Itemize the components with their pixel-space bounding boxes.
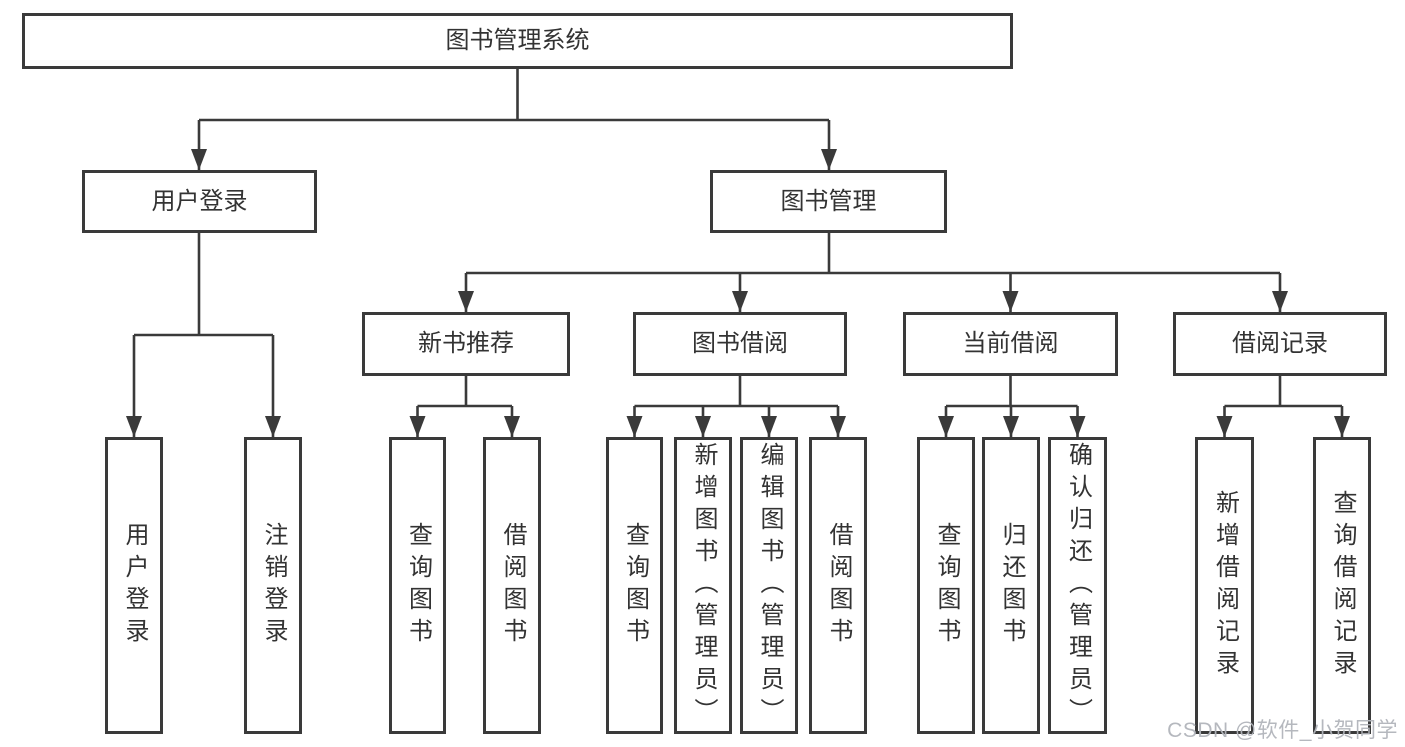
leaf-edit-books-admin: 编辑图书（管理员） <box>740 437 798 734</box>
node-new-book-recommendation: 新书推荐 <box>362 312 570 376</box>
leaf-query-books-borrow: 查询图书 <box>606 437 663 734</box>
leaf-logout: 注销登录 <box>244 437 302 734</box>
leaf-query-books-recommend: 查询图书 <box>389 437 446 734</box>
leaf-borrow-books-recommend: 借阅图书 <box>483 437 541 734</box>
leaf-borrow-books: 借阅图书 <box>809 437 867 734</box>
node-book-management: 图书管理 <box>710 170 947 233</box>
leaf-query-borrow-record: 查询借阅记录 <box>1313 437 1371 734</box>
leaf-return-books: 归还图书 <box>982 437 1040 734</box>
leaf-add-borrow-record: 新增借阅记录 <box>1195 437 1254 734</box>
node-book-borrowing: 图书借阅 <box>633 312 847 376</box>
node-library-management-system: 图书管理系统 <box>22 13 1013 69</box>
leaf-query-books-current: 查询图书 <box>917 437 975 734</box>
leaf-confirm-return-admin: 确认归还（管理员） <box>1048 437 1107 734</box>
leaf-add-books-admin: 新增图书（管理员） <box>674 437 732 734</box>
leaf-user-login: 用户登录 <box>105 437 163 734</box>
csdn-watermark: CSDN @软件_小贺同学 <box>1167 719 1398 742</box>
node-borrowing-records: 借阅记录 <box>1173 312 1387 376</box>
node-user-login: 用户登录 <box>82 170 317 233</box>
node-current-borrowing: 当前借阅 <box>903 312 1118 376</box>
